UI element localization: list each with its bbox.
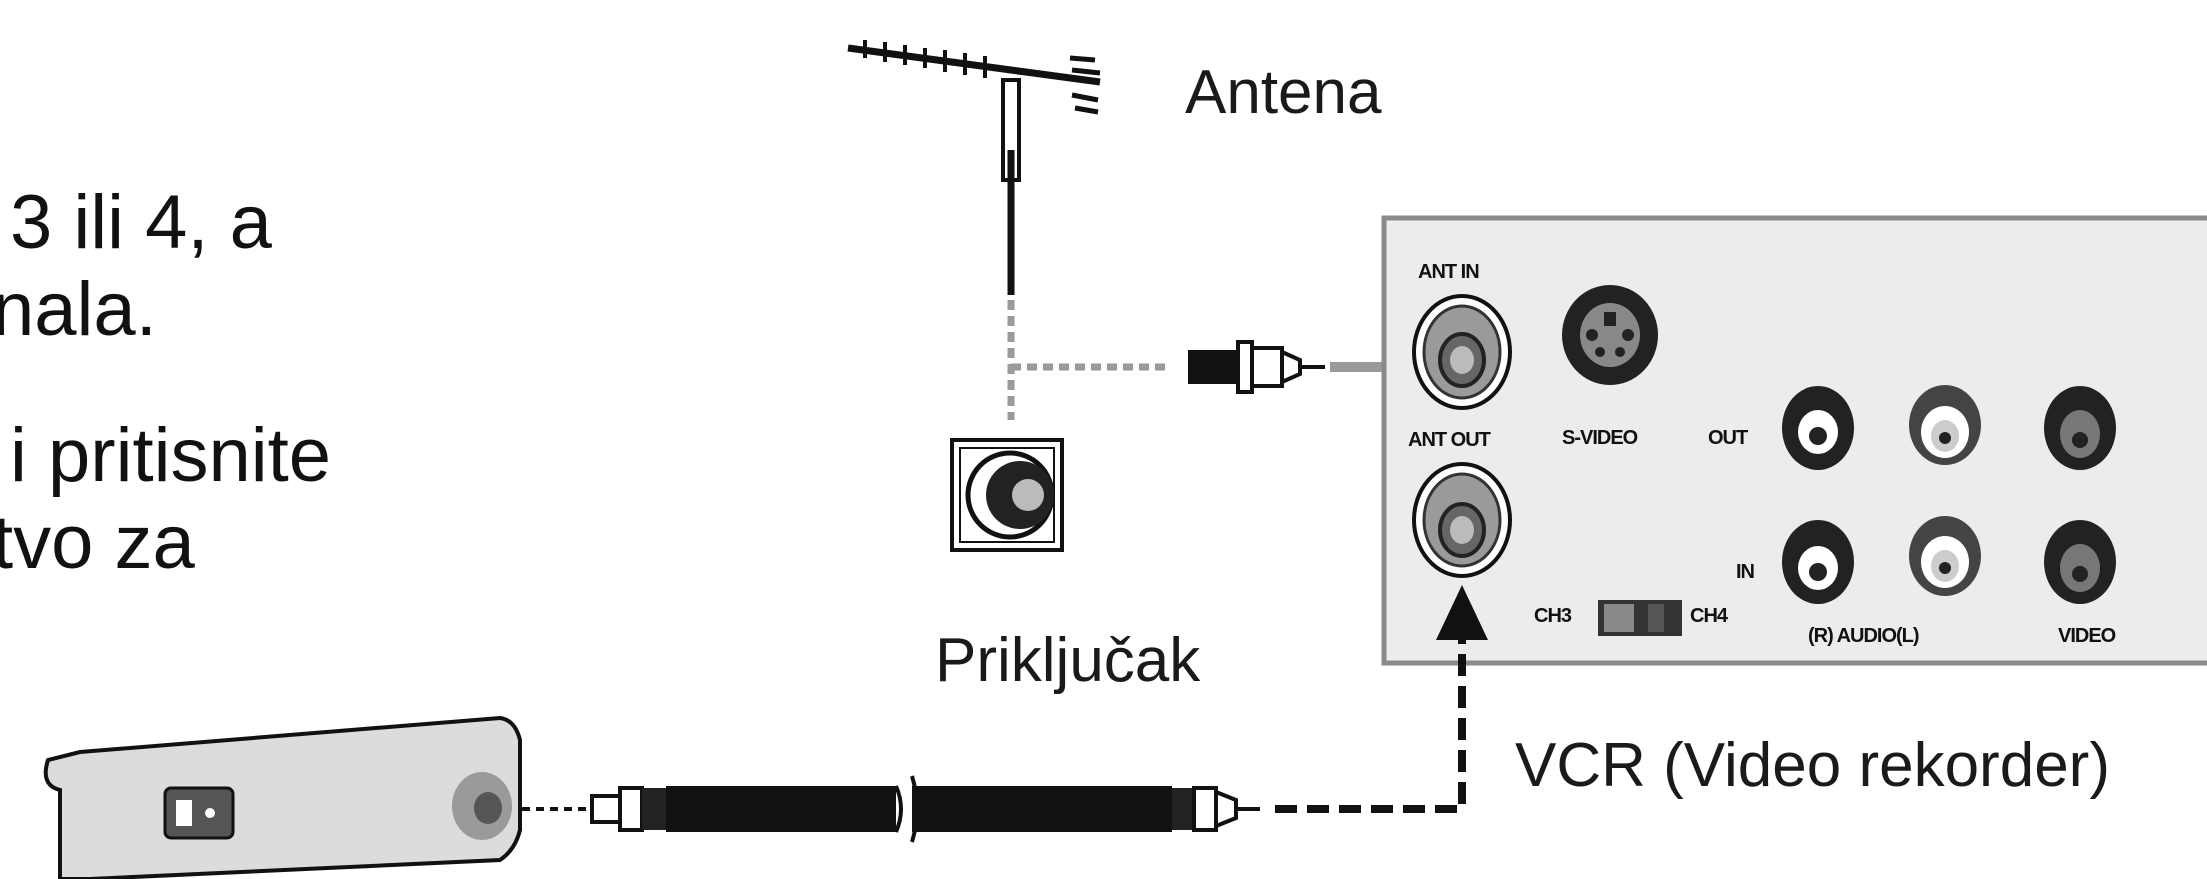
ant-out-label: ANT OUT [1408,429,1491,451]
audio-l-out-jack-icon [1909,385,1981,465]
ant-out-dashed-arrow [1275,585,1488,813]
instruction-line-3: i pritisnite [10,413,331,498]
ant-in-jack-icon [1412,294,1512,410]
antenna-dotted-line [1007,300,1170,420]
wall-jack-label: Priključak [935,626,1201,695]
audio-label: (R) AUDIO(L) [1808,625,1920,647]
video-label: VIDEO [2058,625,2116,647]
tv-back-icon [43,715,522,879]
video-out-jack-icon [2044,386,2116,470]
video-in-jack-icon [2044,520,2116,604]
wall-jack-icon [950,438,1064,552]
instruction-line-4: tvo za [0,500,195,585]
out-label: OUT [1708,427,1748,449]
audio-r-out-jack-icon [1782,386,1854,470]
ch3-label: CH3 [1534,605,1572,627]
s-video-jack-icon [1562,285,1658,385]
ant-in-label: ANT IN [1418,261,1480,283]
s-video-label: S-VIDEO [1562,427,1638,449]
ant-in-connector-icon [1188,340,1325,394]
instruction-line-1: 3 ili 4, a [10,180,272,265]
vcr-label: VCR (Video rekorder) [1515,731,2110,800]
ch4-label: CH4 [1690,605,1728,627]
in-label: IN [1736,561,1755,583]
antenna-label: Antena [1185,58,1382,127]
ch3-ch4-switch [1598,600,1682,636]
audio-l-in-jack-icon [1909,516,1981,596]
audio-r-in-jack-icon [1782,520,1854,604]
instruction-line-2: nala. [0,267,157,352]
ant-out-jack-icon [1412,462,1512,578]
antenna-icon [847,40,1101,295]
coax-cable-icon [508,775,1260,843]
